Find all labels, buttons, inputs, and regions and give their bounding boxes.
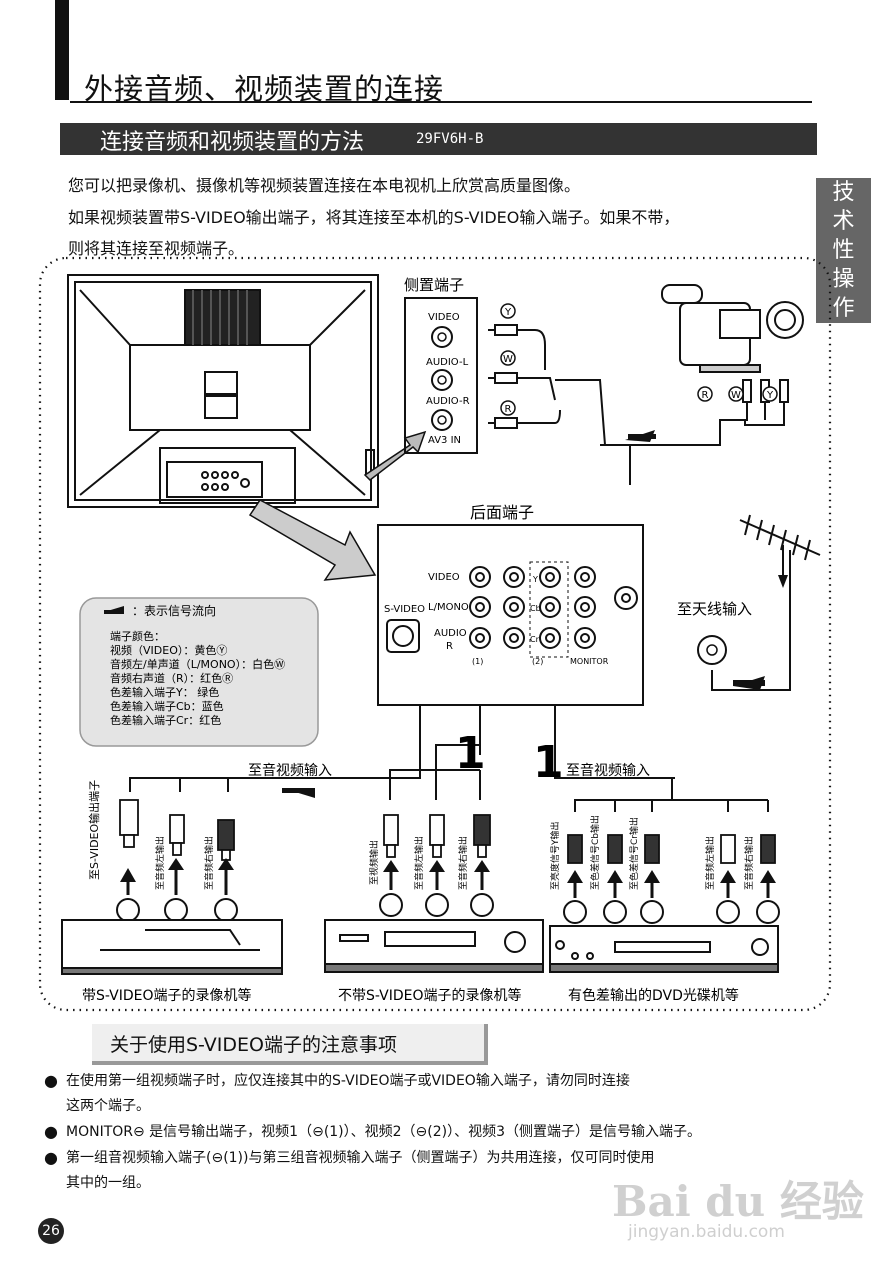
intro-line-2: 如果视频装置带S-VIDEO输出端子，将其连接至本机的S-VIDEO输入端子。如… — [68, 208, 680, 227]
header-accent-bar — [55, 0, 69, 100]
header-rule — [70, 101, 812, 103]
rear-col1-label: (1) — [472, 657, 483, 666]
rear-jacks — [386, 566, 638, 653]
rear-col2-label: (2) — [532, 657, 543, 666]
antenna-illustration — [711, 514, 821, 691]
dev2-plug-label: 至音频右输出 — [457, 836, 469, 890]
dev1-plug-label: 至音频右输出 — [203, 836, 215, 890]
rear-monitor-label: MONITOR — [570, 657, 609, 666]
legend-flow: ：表示信号流向 — [132, 603, 216, 618]
page-title: 外接音频、视频装置的连接 — [84, 72, 445, 106]
side-tab-char: 性 — [832, 238, 855, 263]
legend-colors-title: 端子颜色： — [110, 629, 165, 643]
legend-c3: 音频右声道（R）：红色Ⓡ — [110, 671, 233, 685]
rear-ch-cb: Cb — [530, 604, 541, 613]
section-title: 连接音频和视频装置的方法 — [100, 130, 365, 155]
cam-w-marker: W — [731, 390, 741, 401]
rear-ch-y: Y — [532, 575, 538, 584]
connection-diagram: 侧置端子 VIDEO AUDIO-L AUDIO-R AV3 IN Y W R … — [38, 256, 832, 1012]
notes-title: 关于使用S-VIDEO端子的注意事项 — [110, 1034, 397, 1056]
legend-c4: 色差输入端子Y： 绿色 — [110, 685, 219, 699]
cam-r-marker: R — [702, 390, 709, 401]
rear-svideo-label: S-VIDEO — [384, 604, 425, 615]
intro-line-3: 则将其连接至视频端子。 — [68, 239, 245, 258]
dev2-plug-label: 至视频输出 — [368, 840, 380, 885]
intro-line-1: 您可以把录像机、摄像机等视频装置连接在本电视机上欣赏高质量图像。 — [68, 176, 581, 195]
antenna-label: 至天线输入 — [677, 600, 752, 618]
caption-vcr-no-svideo: 不带S-VIDEO端子的录像机等 — [338, 987, 521, 1004]
device2-plugs — [383, 814, 491, 858]
note-1-line-1: 在使用第一组视频端子时，应仅连接其中的S-VIDEO端子或VIDEO输入端子，请… — [66, 1073, 630, 1089]
dev1-plug-label: 至S-VIDEO输出端子 — [87, 780, 101, 880]
flow-number-left: 1 — [455, 728, 486, 779]
av-input-label-right: 至音视频输入 — [566, 762, 650, 779]
tv-rear-illustration — [67, 274, 379, 508]
cam-y-marker: Y — [766, 390, 774, 401]
arrow-to-side-panel — [363, 430, 427, 481]
rear-terminal-title: 后面端子 — [470, 503, 534, 522]
side-tab-char: 术 — [832, 209, 855, 234]
dev3-plug-label: 至色差信号Cr输出 — [628, 817, 640, 890]
rear-terminal-panel — [377, 524, 644, 706]
side-terminal-title: 侧置端子 — [404, 276, 464, 294]
note-3-line-2: 其中的一组。 — [66, 1175, 150, 1191]
section-bar — [60, 123, 817, 155]
bullet-dot: ● — [44, 1071, 58, 1090]
legend-c6: 色差输入端子Cr：红色 — [110, 713, 221, 727]
note-1-line-2: 这两个端子。 — [66, 1098, 150, 1114]
side-video-label: VIDEO — [428, 312, 460, 323]
dev3-plug-label: 至色差信号Cb输出 — [589, 815, 601, 890]
dev3-plug-label: 至音频右输出 — [743, 836, 755, 890]
caption-vcr-svideo: 带S-VIDEO端子的录像机等 — [82, 987, 251, 1004]
rear-audio-label: AUDIO — [434, 628, 467, 639]
legend-c5: 色差输入端子Cb：蓝色 — [110, 699, 224, 713]
note-2: MONITOR⊖ 是信号输出端子，视频1（⊖(1)）、视频2（⊖(2)）、视频3… — [66, 1124, 702, 1140]
dev3-plug-label: 至音频左输出 — [704, 836, 716, 890]
device1-arrows — [126, 868, 228, 895]
rear-r-label: R — [446, 641, 453, 652]
arrow-to-rear-panel — [248, 499, 377, 581]
notes-heading-box — [92, 1024, 488, 1065]
legend-c2: 音频左/单声道（L/MONO）：白色Ⓦ — [110, 657, 285, 671]
vcr-no-svideo-illustration — [324, 919, 544, 973]
side-av3-label: AV3 IN — [428, 435, 461, 446]
legend-c1: 视频（VIDEO）：黄色Ⓨ — [110, 643, 227, 657]
legend-box — [79, 597, 319, 747]
flow-number-right: 1 — [533, 737, 564, 788]
dvd-player-illustration — [549, 925, 779, 973]
vcr-svideo-illustration — [61, 919, 283, 975]
camcorder-illustration — [661, 284, 804, 373]
side-tab: 技 术 性 操 作 — [816, 178, 871, 323]
side-w-marker: W — [503, 354, 513, 365]
bullet-dot: ● — [44, 1148, 58, 1167]
side-tab-char: 技 — [832, 180, 855, 205]
side-audio-r-label: AUDIO-R — [426, 396, 470, 407]
bullet-dot: ● — [44, 1122, 58, 1141]
device1-plugs — [119, 799, 235, 861]
caption-dvd: 有色差输出的DVD光碟机等 — [568, 987, 739, 1004]
device3-plugs — [567, 834, 776, 864]
side-tab-char: 操 — [832, 267, 855, 292]
av-input-label-left: 至音视频输入 — [248, 762, 332, 779]
watermark-url: jingyan.baidu.com — [628, 1222, 785, 1242]
dev1-plug-label: 至音频左输出 — [154, 836, 166, 890]
side-audio-l-label: AUDIO-L — [426, 357, 469, 368]
dev2-plug-label: 至音频左输出 — [413, 836, 425, 890]
side-r-marker: R — [505, 404, 512, 415]
model-number: 29FV6H-B — [416, 131, 484, 147]
rear-lmono-label: L/MONO — [428, 602, 469, 613]
watermark-logo: Bai du 经验 — [612, 1177, 864, 1226]
side-tab-char: 作 — [832, 296, 855, 321]
side-y-marker: Y — [504, 307, 512, 318]
dev3-plug-label: 至亮度信号Y输出 — [549, 822, 561, 891]
antenna-plug — [697, 635, 727, 665]
note-3-line-1: 第一组音视频输入端子(⊖(1))与第三组音视频输入端子（侧置端子）为共用连接，仅… — [66, 1150, 655, 1166]
rear-video-label: VIDEO — [428, 572, 460, 583]
page-number: 26 — [38, 1218, 64, 1244]
side-terminal-panel — [404, 297, 478, 454]
rear-ch-cr: Cr — [530, 635, 540, 644]
